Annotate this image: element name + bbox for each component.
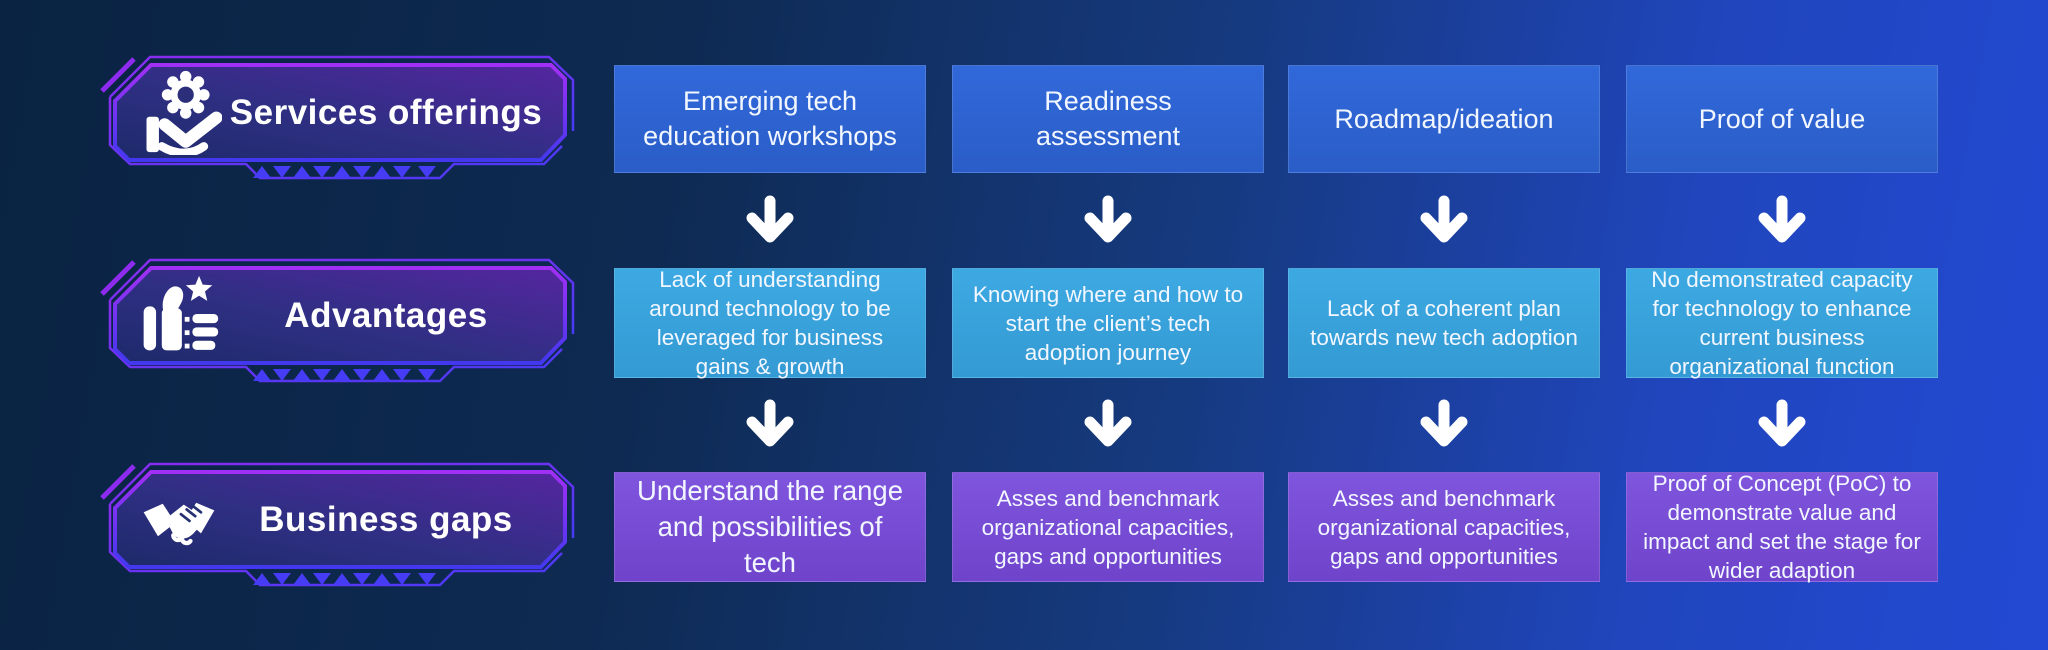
triangle-ornaments	[253, 573, 436, 585]
down-arrow-icon	[1420, 195, 1468, 243]
banner-body	[113, 470, 567, 569]
business-gap-box-4: Proof of Concept (PoC) to demonstrate va…	[1626, 471, 1938, 583]
triangle-ornaments	[253, 166, 436, 178]
service-box-text: Proof of value	[1698, 103, 1866, 134]
advantage-box-4: No demonstrated capacity for technology …	[1626, 267, 1938, 379]
business-gap-box-text: Proof of Concept (PoC) to demonstrate va…	[1643, 471, 1921, 583]
business-gap-box-3: Asses and benchmark organizational capac…	[1288, 472, 1600, 582]
down-arrow-icon	[746, 399, 794, 447]
row-banner-business-gaps: Business gaps	[100, 454, 580, 599]
down-arrow-icon	[1758, 195, 1806, 243]
row-banner-label: Services offerings	[229, 92, 543, 132]
banner-body	[113, 63, 567, 162]
advantage-box-3: Lack of a coherent plan towards new tech…	[1288, 268, 1600, 378]
row-banner-label: Business gaps	[259, 499, 513, 539]
advantage-box-1: Lack of understanding around technology …	[614, 267, 926, 379]
down-arrow-icon	[1758, 399, 1806, 447]
handshake-icon	[143, 502, 215, 546]
advantage-box-2: Knowing where and how to start the clien…	[952, 268, 1264, 378]
down-arrow-icon	[1084, 195, 1132, 243]
service-box-text: Roadmap/ideation	[1334, 103, 1554, 134]
advantage-box-text: Lack of understanding around technology …	[649, 267, 891, 379]
row-banner-services: Services offerings	[100, 47, 580, 192]
service-box-2: Readiness assessment	[952, 65, 1264, 173]
business-gap-box-1: Understand the range and possibilities o…	[614, 472, 926, 582]
row-banner-label: Advantages	[284, 295, 488, 335]
hand-gear-icon	[146, 70, 222, 155]
business-gap-box-text: Asses and benchmark organizational capac…	[1317, 485, 1571, 569]
corner-accent-slash	[100, 464, 136, 500]
row-banner-advantages: Advantages	[100, 250, 580, 395]
banner-frame	[100, 462, 575, 587]
service-box-text: Emerging tech education workshops	[643, 86, 897, 151]
business-gap-box-text: Asses and benchmark organizational capac…	[981, 485, 1235, 569]
service-box-4: Proof of value	[1626, 65, 1938, 173]
triangle-ornaments	[253, 369, 436, 381]
down-arrow-icon	[1084, 399, 1132, 447]
banner-body	[113, 266, 567, 365]
service-box-3: Roadmap/ideation	[1288, 65, 1600, 173]
down-arrow-icon	[1420, 399, 1468, 447]
down-arrow-icon	[746, 195, 794, 243]
outline-top	[109, 462, 575, 538]
advantage-box-text: Knowing where and how to start the clien…	[972, 281, 1244, 365]
thumbs-up-star-icon	[143, 275, 219, 351]
service-box-text: Readiness assessment	[1035, 86, 1181, 151]
advantage-box-text: Lack of a coherent plan towards new tech…	[1310, 296, 1578, 350]
service-box-1: Emerging tech education workshops	[614, 65, 926, 173]
corner-accent-slash	[100, 260, 136, 296]
outline-top	[109, 258, 575, 334]
corner-accent-slash	[100, 57, 136, 93]
business-gap-box-text: Understand the range and possibilities o…	[636, 475, 904, 578]
advantage-box-text: No demonstrated capacity for technology …	[1651, 267, 1913, 379]
banner-frame	[100, 55, 575, 180]
business-gap-box-2: Asses and benchmark organizational capac…	[952, 472, 1264, 582]
outline-top	[109, 55, 575, 131]
banner-frame	[100, 258, 575, 383]
